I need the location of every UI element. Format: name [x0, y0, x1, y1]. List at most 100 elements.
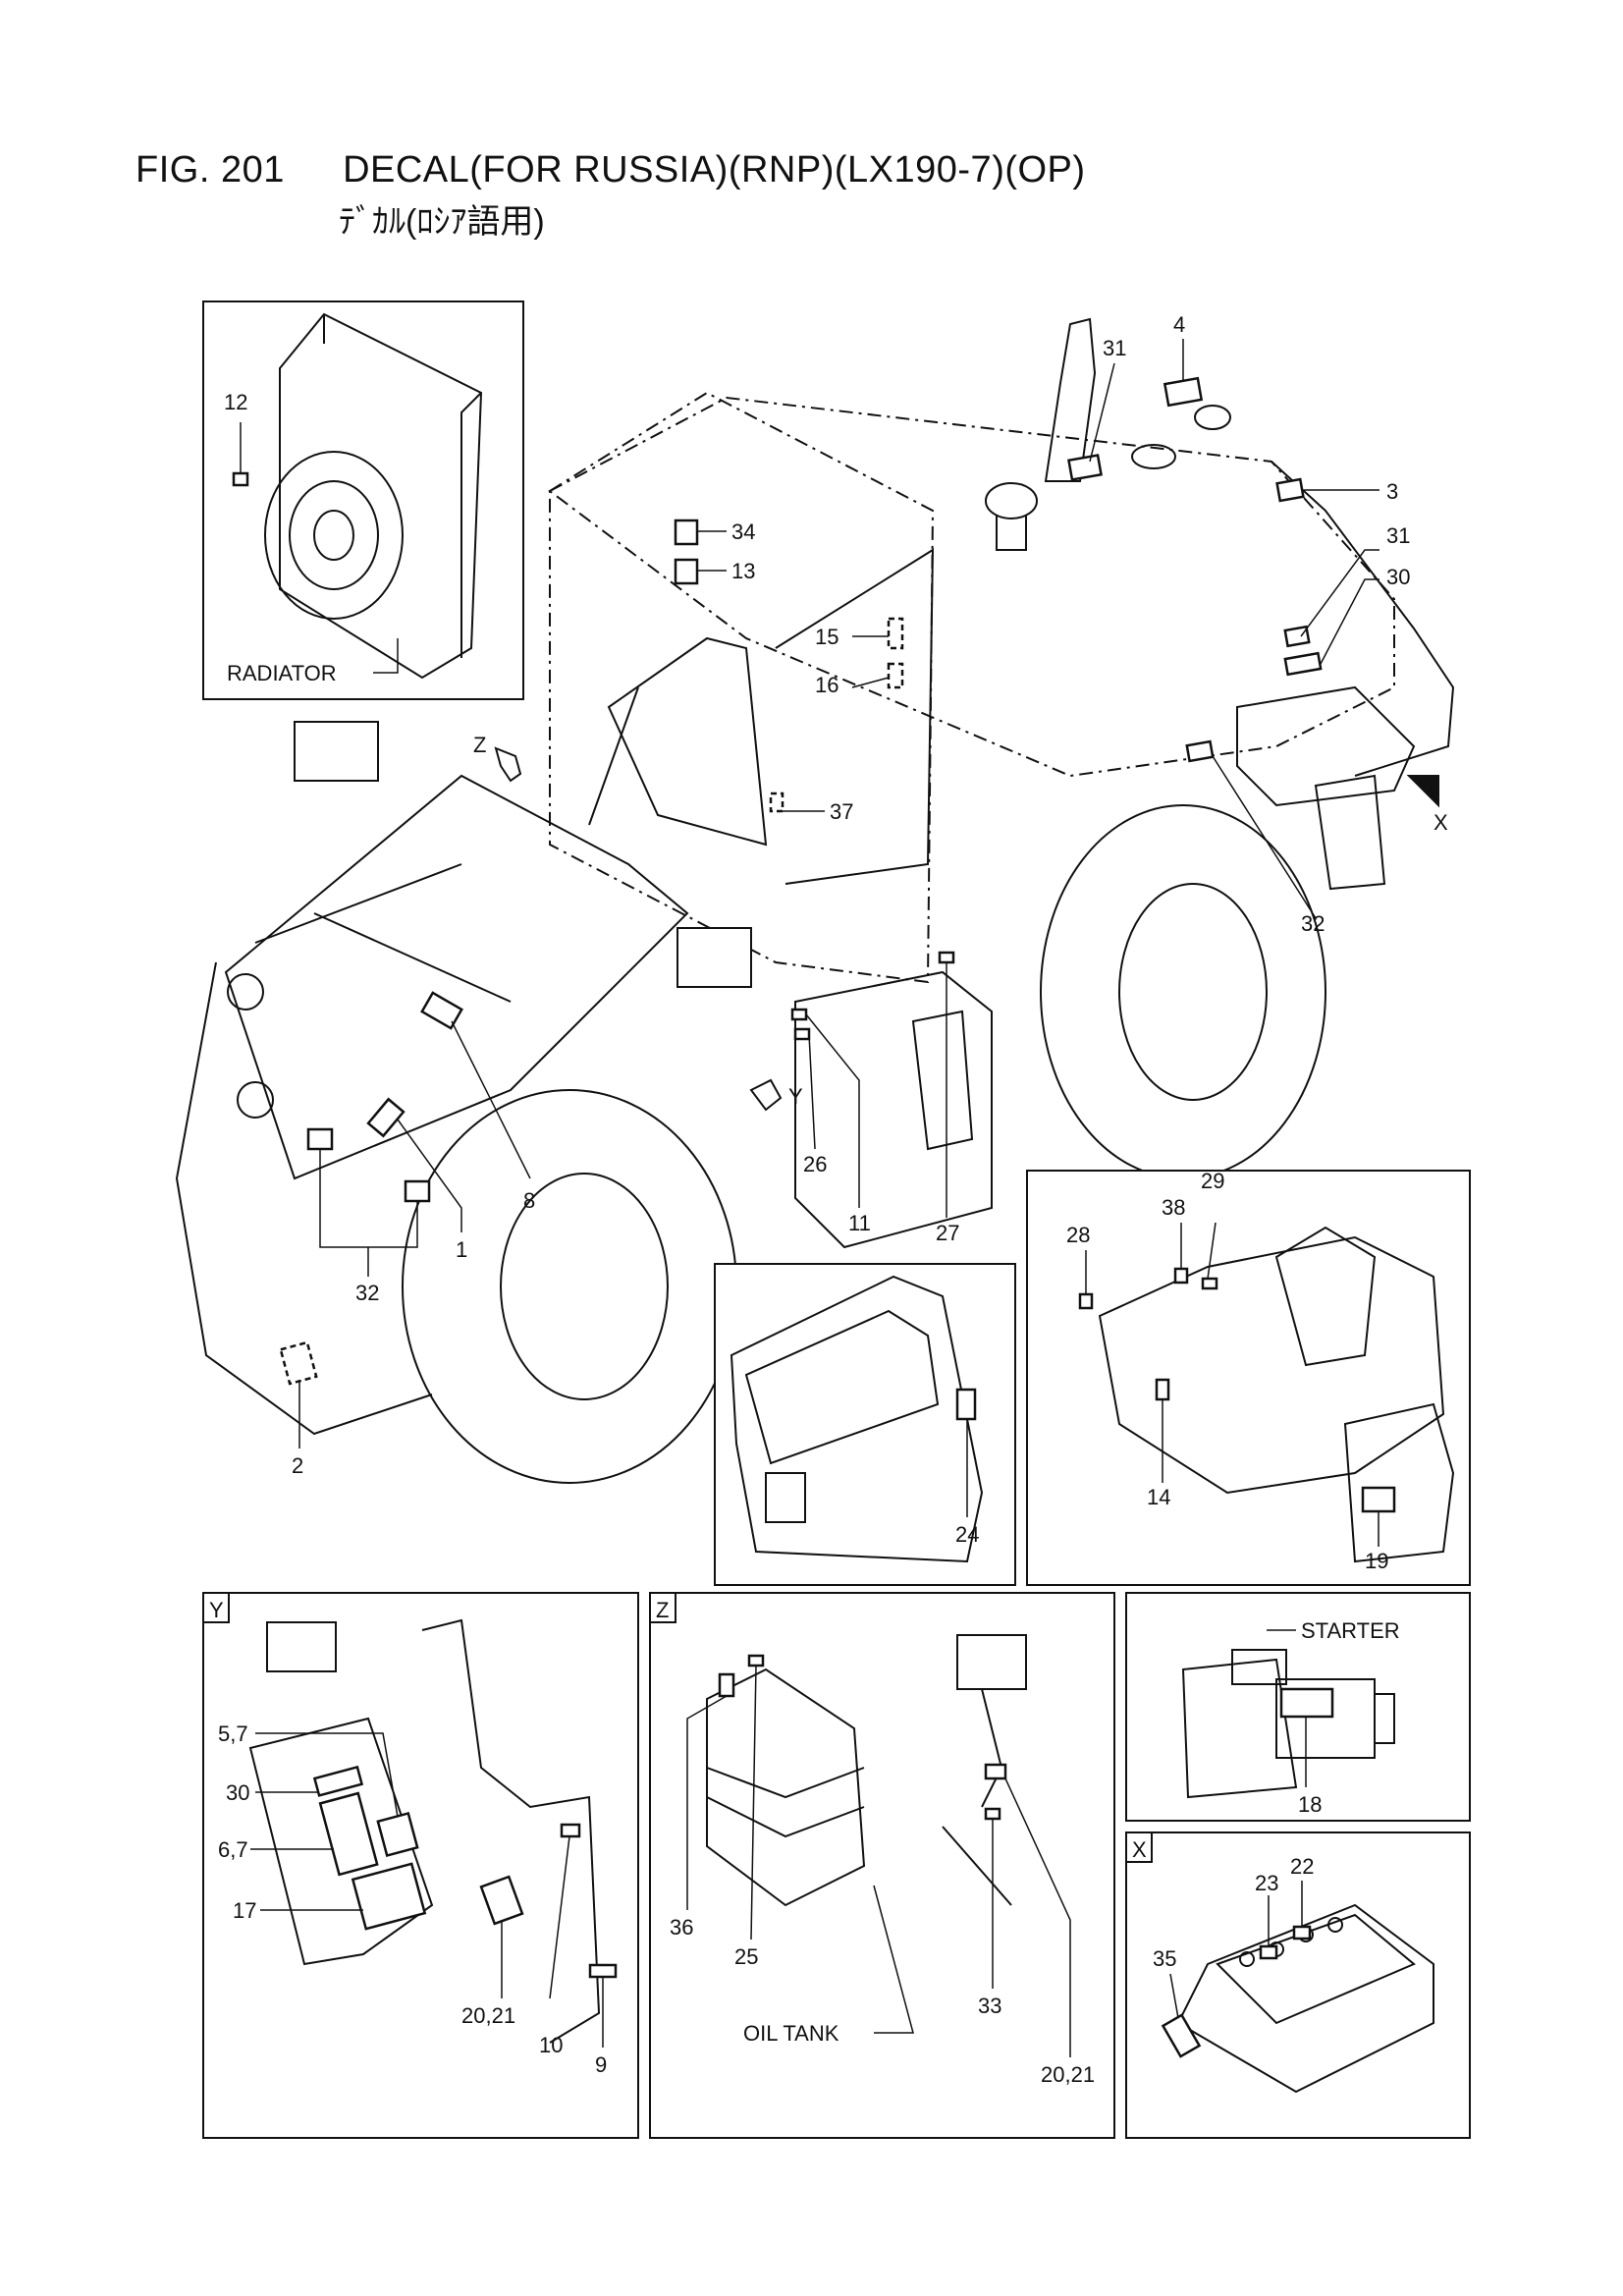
- view-z-tag: Z: [656, 1598, 669, 1622]
- decal-35: [1161, 2013, 1202, 2058]
- callout-4: 4: [1173, 312, 1185, 337]
- decal-31-side: [1283, 625, 1311, 648]
- view-y-panel: Y 5,7 30 6,7 17 20,21 10 9: [202, 1592, 639, 2139]
- decal-32-front-a: [306, 1127, 334, 1151]
- callout-10: 10: [539, 2033, 563, 2057]
- decal-36: [718, 1672, 735, 1698]
- figure-subtitle: ﾃﾞｶﾙ(ﾛｼｱ語用): [339, 203, 545, 241]
- decal-29: [1201, 1277, 1218, 1290]
- callout-32-front: 32: [355, 1281, 379, 1305]
- callout-15: 15: [815, 625, 839, 649]
- counterweight: [1236, 685, 1416, 807]
- radiator-panel: 12 RADIATOR: [202, 301, 524, 700]
- rear-wheel-hub: [1118, 883, 1268, 1101]
- callout-13: 13: [731, 559, 755, 583]
- decal-8: [420, 991, 463, 1030]
- radiator-edges: [323, 314, 482, 658]
- callout-37: 37: [830, 799, 853, 824]
- callout-38: 38: [1162, 1195, 1185, 1220]
- decal-6-7: [318, 1791, 379, 1877]
- work-lamp: [294, 721, 379, 782]
- callout-32-rear: 32: [1301, 911, 1325, 936]
- decal-20-21-y: [479, 1875, 524, 1926]
- hood-side: [1271, 461, 1455, 777]
- decal-25: [747, 1654, 765, 1667]
- decal-2: [279, 1340, 318, 1386]
- radiator-frame: [202, 301, 524, 700]
- decal-30: [1283, 651, 1323, 677]
- decal-32-front-b: [404, 1179, 431, 1203]
- callout-27: 27: [936, 1221, 959, 1245]
- decal-15: [887, 617, 904, 650]
- decal-14: [1155, 1378, 1170, 1401]
- view-x-panel: X 22 23 35: [1125, 1831, 1471, 2139]
- callout-3: 3: [1386, 479, 1398, 504]
- filler-cap-2: [1194, 405, 1231, 430]
- view-arrow-x: [1406, 775, 1439, 808]
- callout-34: 34: [731, 519, 755, 544]
- decal-37: [769, 792, 784, 813]
- filler-cap: [1131, 444, 1176, 469]
- callout-33: 33: [978, 1994, 1001, 2018]
- callout-19: 19: [1365, 1549, 1388, 1573]
- starter-solenoid: [1231, 1649, 1287, 1685]
- rear-wheel: [1040, 804, 1326, 1179]
- decal-11: [790, 1008, 808, 1021]
- decal-22: [1292, 1925, 1312, 1941]
- marker-x: X: [1434, 810, 1448, 835]
- operator-seat: [1274, 1226, 1377, 1367]
- main-machine-view: [175, 317, 1455, 1484]
- boom-pin: [227, 973, 264, 1011]
- view-x-tag: X: [1132, 1837, 1147, 1862]
- view-y-frame: [202, 1592, 639, 2139]
- decal-33: [984, 1807, 1001, 1821]
- decal-13: [674, 558, 699, 585]
- callout-35: 35: [1153, 1946, 1176, 1971]
- side-mirror: [676, 927, 752, 988]
- cab-side-window: [775, 548, 935, 885]
- view-y-tag-box: [202, 1592, 230, 1623]
- starter-label: STARTER: [1301, 1618, 1400, 1643]
- exhaust-stack: [1044, 317, 1097, 482]
- callout-2: 2: [292, 1453, 303, 1478]
- cab-floor: [1098, 1235, 1445, 1495]
- view-y-frame-lines: [421, 1618, 601, 2044]
- callout-20-21-z: 20,21: [1041, 2062, 1095, 2087]
- figure-title-text: DECAL(FOR RUSSIA)(RNP)(LX190-7)(OP): [343, 149, 1086, 191]
- view-y-panel-body: [248, 1717, 434, 1966]
- callout-30-y: 30: [226, 1780, 249, 1805]
- air-cleaner-stem: [996, 516, 1027, 551]
- battery-terminal-1: [1239, 1951, 1255, 1967]
- callout-36: 36: [670, 1915, 693, 1940]
- cab-door: [607, 636, 768, 847]
- rear-light: [1314, 774, 1386, 891]
- bucket-pin: [237, 1081, 274, 1119]
- starter-body: [1181, 1658, 1298, 1799]
- callout-25: 25: [734, 1944, 758, 1969]
- view-z-panel: Z 36 25 33 20,21 OIL TANK: [649, 1592, 1115, 2139]
- callout-6-7: 6,7: [218, 1837, 248, 1862]
- radiator-label: RADIATOR: [227, 661, 337, 685]
- dashboard-window: [744, 1309, 940, 1465]
- front-wheel-hub: [500, 1173, 669, 1400]
- callout-22: 22: [1290, 1854, 1314, 1879]
- decal-27: [938, 951, 955, 964]
- decal-28: [1078, 1292, 1094, 1310]
- figure-title: FIG. 201 DECAL(FOR RUSSIA)(RNP)(LX190-7)…: [135, 149, 1086, 191]
- decal-16: [887, 662, 904, 689]
- callout-29: 29: [1201, 1169, 1224, 1193]
- decal-30-y: [312, 1765, 364, 1797]
- radiator-fan-inner: [289, 480, 379, 590]
- decal-19: [1361, 1486, 1396, 1513]
- callout-20-21-y: 20,21: [461, 2003, 515, 2028]
- decal-26: [793, 1027, 811, 1041]
- view-z-mirror: [956, 1634, 1027, 1690]
- view-y-tag: Y: [209, 1598, 224, 1622]
- callout-14: 14: [1147, 1485, 1170, 1509]
- decal-10: [560, 1823, 581, 1838]
- dashboard-panel: 24: [714, 1263, 1016, 1586]
- decal-12: [232, 471, 249, 487]
- view-arrow-z: [494, 746, 522, 783]
- decal-31-top: [1067, 454, 1103, 481]
